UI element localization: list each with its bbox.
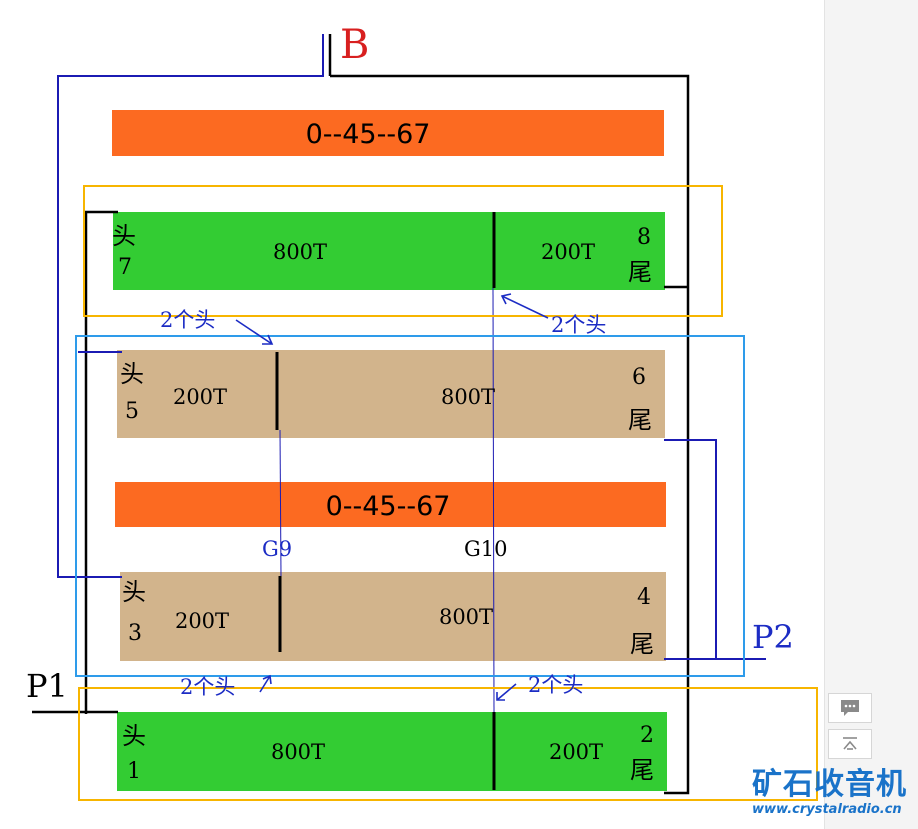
back-to-top-button[interactable] bbox=[828, 729, 872, 759]
highlight-box-coil-78 bbox=[83, 185, 723, 317]
coil-12-left-turns: 800T bbox=[271, 740, 325, 764]
b-to-head-3-wire bbox=[57, 34, 324, 578]
coil-56-head-num: 5 bbox=[125, 399, 139, 424]
label-p1: P1 bbox=[26, 667, 68, 705]
comment-button[interactable] bbox=[828, 693, 872, 723]
p1-bus-wire bbox=[84, 210, 118, 714]
g9-wire bbox=[279, 429, 282, 577]
coil-12-head-num: 1 bbox=[127, 759, 141, 784]
highlight-box-coils-56-34 bbox=[75, 335, 745, 677]
annotation-top-right: 2个头 bbox=[551, 313, 606, 337]
b-bus-wire bbox=[330, 74, 690, 795]
page-side-strip bbox=[824, 0, 918, 829]
coil-12-tail: 尾 bbox=[630, 756, 654, 784]
orange-bar-middle-label: 0--45--67 bbox=[326, 491, 451, 522]
coil-56-bar bbox=[117, 350, 665, 438]
watermark-title: 矿石收音机 bbox=[752, 767, 907, 802]
coil-34-left-turns: 200T bbox=[175, 609, 229, 633]
coil-78-head-num: 7 bbox=[118, 255, 132, 280]
orange-bar-top bbox=[112, 110, 664, 156]
arrow-top-left bbox=[235, 319, 274, 345]
site-watermark: 矿石收音机 www.crystalradio.cn bbox=[752, 768, 912, 818]
coil-12-tail-num: 2 bbox=[640, 723, 654, 748]
coil-78-left-turns: 800T bbox=[273, 240, 327, 264]
coil-78-head: 头 bbox=[112, 222, 136, 250]
coil-34-bar bbox=[120, 572, 666, 661]
coil-56-left-turns: 200T bbox=[173, 385, 227, 409]
g10-wire bbox=[492, 287, 495, 713]
annotation-bottom-left: 2个头 bbox=[180, 675, 235, 699]
arrow-bottom-right bbox=[496, 683, 517, 701]
coil-34-head: 头 bbox=[122, 578, 146, 606]
orange-bar-top-label: 0--45--67 bbox=[306, 119, 431, 150]
coil-12-bar bbox=[117, 712, 667, 791]
coil-34-right-turns: 800T bbox=[439, 605, 493, 629]
coil-56-tail: 尾 bbox=[628, 406, 652, 434]
annotation-top-left: 2个头 bbox=[160, 308, 215, 332]
coil-34-tail-num: 4 bbox=[637, 585, 651, 610]
coil-12-head: 头 bbox=[122, 722, 146, 750]
orange-bar-middle bbox=[115, 482, 666, 527]
p2-bus-wire bbox=[664, 439, 717, 658]
coil-78-tail-num: 8 bbox=[637, 225, 651, 250]
label-b: B bbox=[340, 22, 369, 68]
coil-78-tail: 尾 bbox=[628, 258, 652, 286]
arrow-top-right bbox=[500, 293, 549, 319]
arrow-bottom-left bbox=[259, 674, 272, 693]
back-to-top-icon bbox=[843, 737, 857, 750]
coil-56-head: 头 bbox=[120, 360, 144, 388]
coil-34-tail: 尾 bbox=[630, 630, 654, 658]
label-p2: P2 bbox=[752, 618, 794, 656]
label-g10: G10 bbox=[464, 537, 508, 561]
coil-56-tail-num: 6 bbox=[632, 365, 646, 390]
highlight-box-coil-12 bbox=[78, 687, 818, 801]
coil-wiring-diagram: B P1 P2 G9 G10 0--45--67 0--45--67 头 7 8… bbox=[26, 22, 818, 801]
coil-56-right-turns: 800T bbox=[441, 385, 495, 409]
comment-icon bbox=[841, 700, 859, 716]
coil-12-right-turns: 200T bbox=[549, 740, 603, 764]
label-g9: G9 bbox=[262, 537, 292, 561]
annotation-bottom-right: 2个头 bbox=[528, 673, 583, 697]
coil-78-bar bbox=[113, 212, 665, 290]
coil-78-right-turns: 200T bbox=[541, 240, 595, 264]
watermark-url: www.crystalradio.cn bbox=[752, 802, 902, 817]
coil-34-head-num: 3 bbox=[128, 621, 142, 646]
